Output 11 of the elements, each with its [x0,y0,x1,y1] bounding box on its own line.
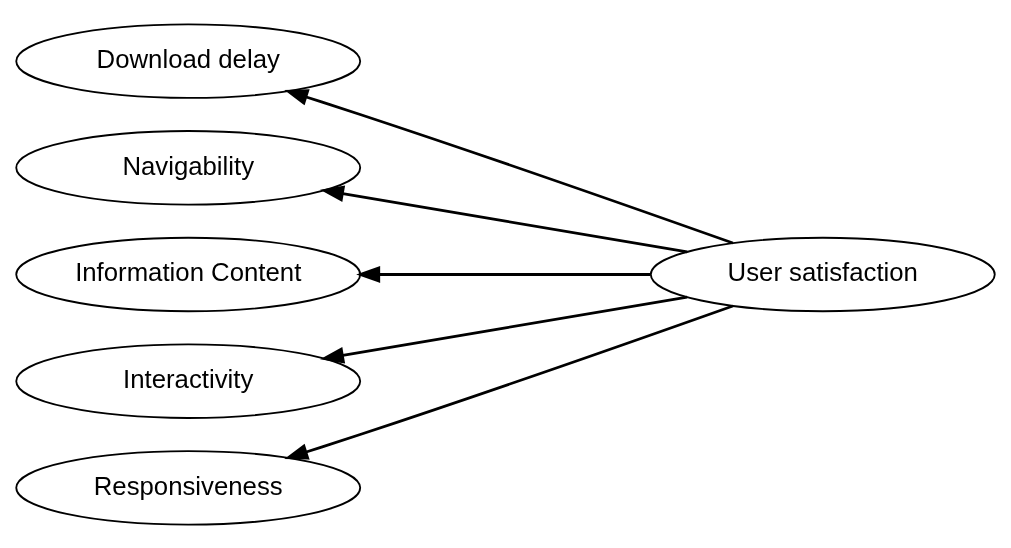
arrow [284,304,734,460]
node-ellipse: Responsiveness [15,449,362,526]
node-ellipse: Download delay [15,22,362,99]
arrow [320,185,688,253]
arrow [356,265,651,283]
node-ellipse: Information Content [15,236,362,312]
node-ellipse: User satisfaction [649,236,996,312]
node-ellipse: Interactivity [15,342,362,419]
node-ellipse: Navigability [15,129,362,206]
arrow [284,88,734,244]
arrow [320,295,688,363]
